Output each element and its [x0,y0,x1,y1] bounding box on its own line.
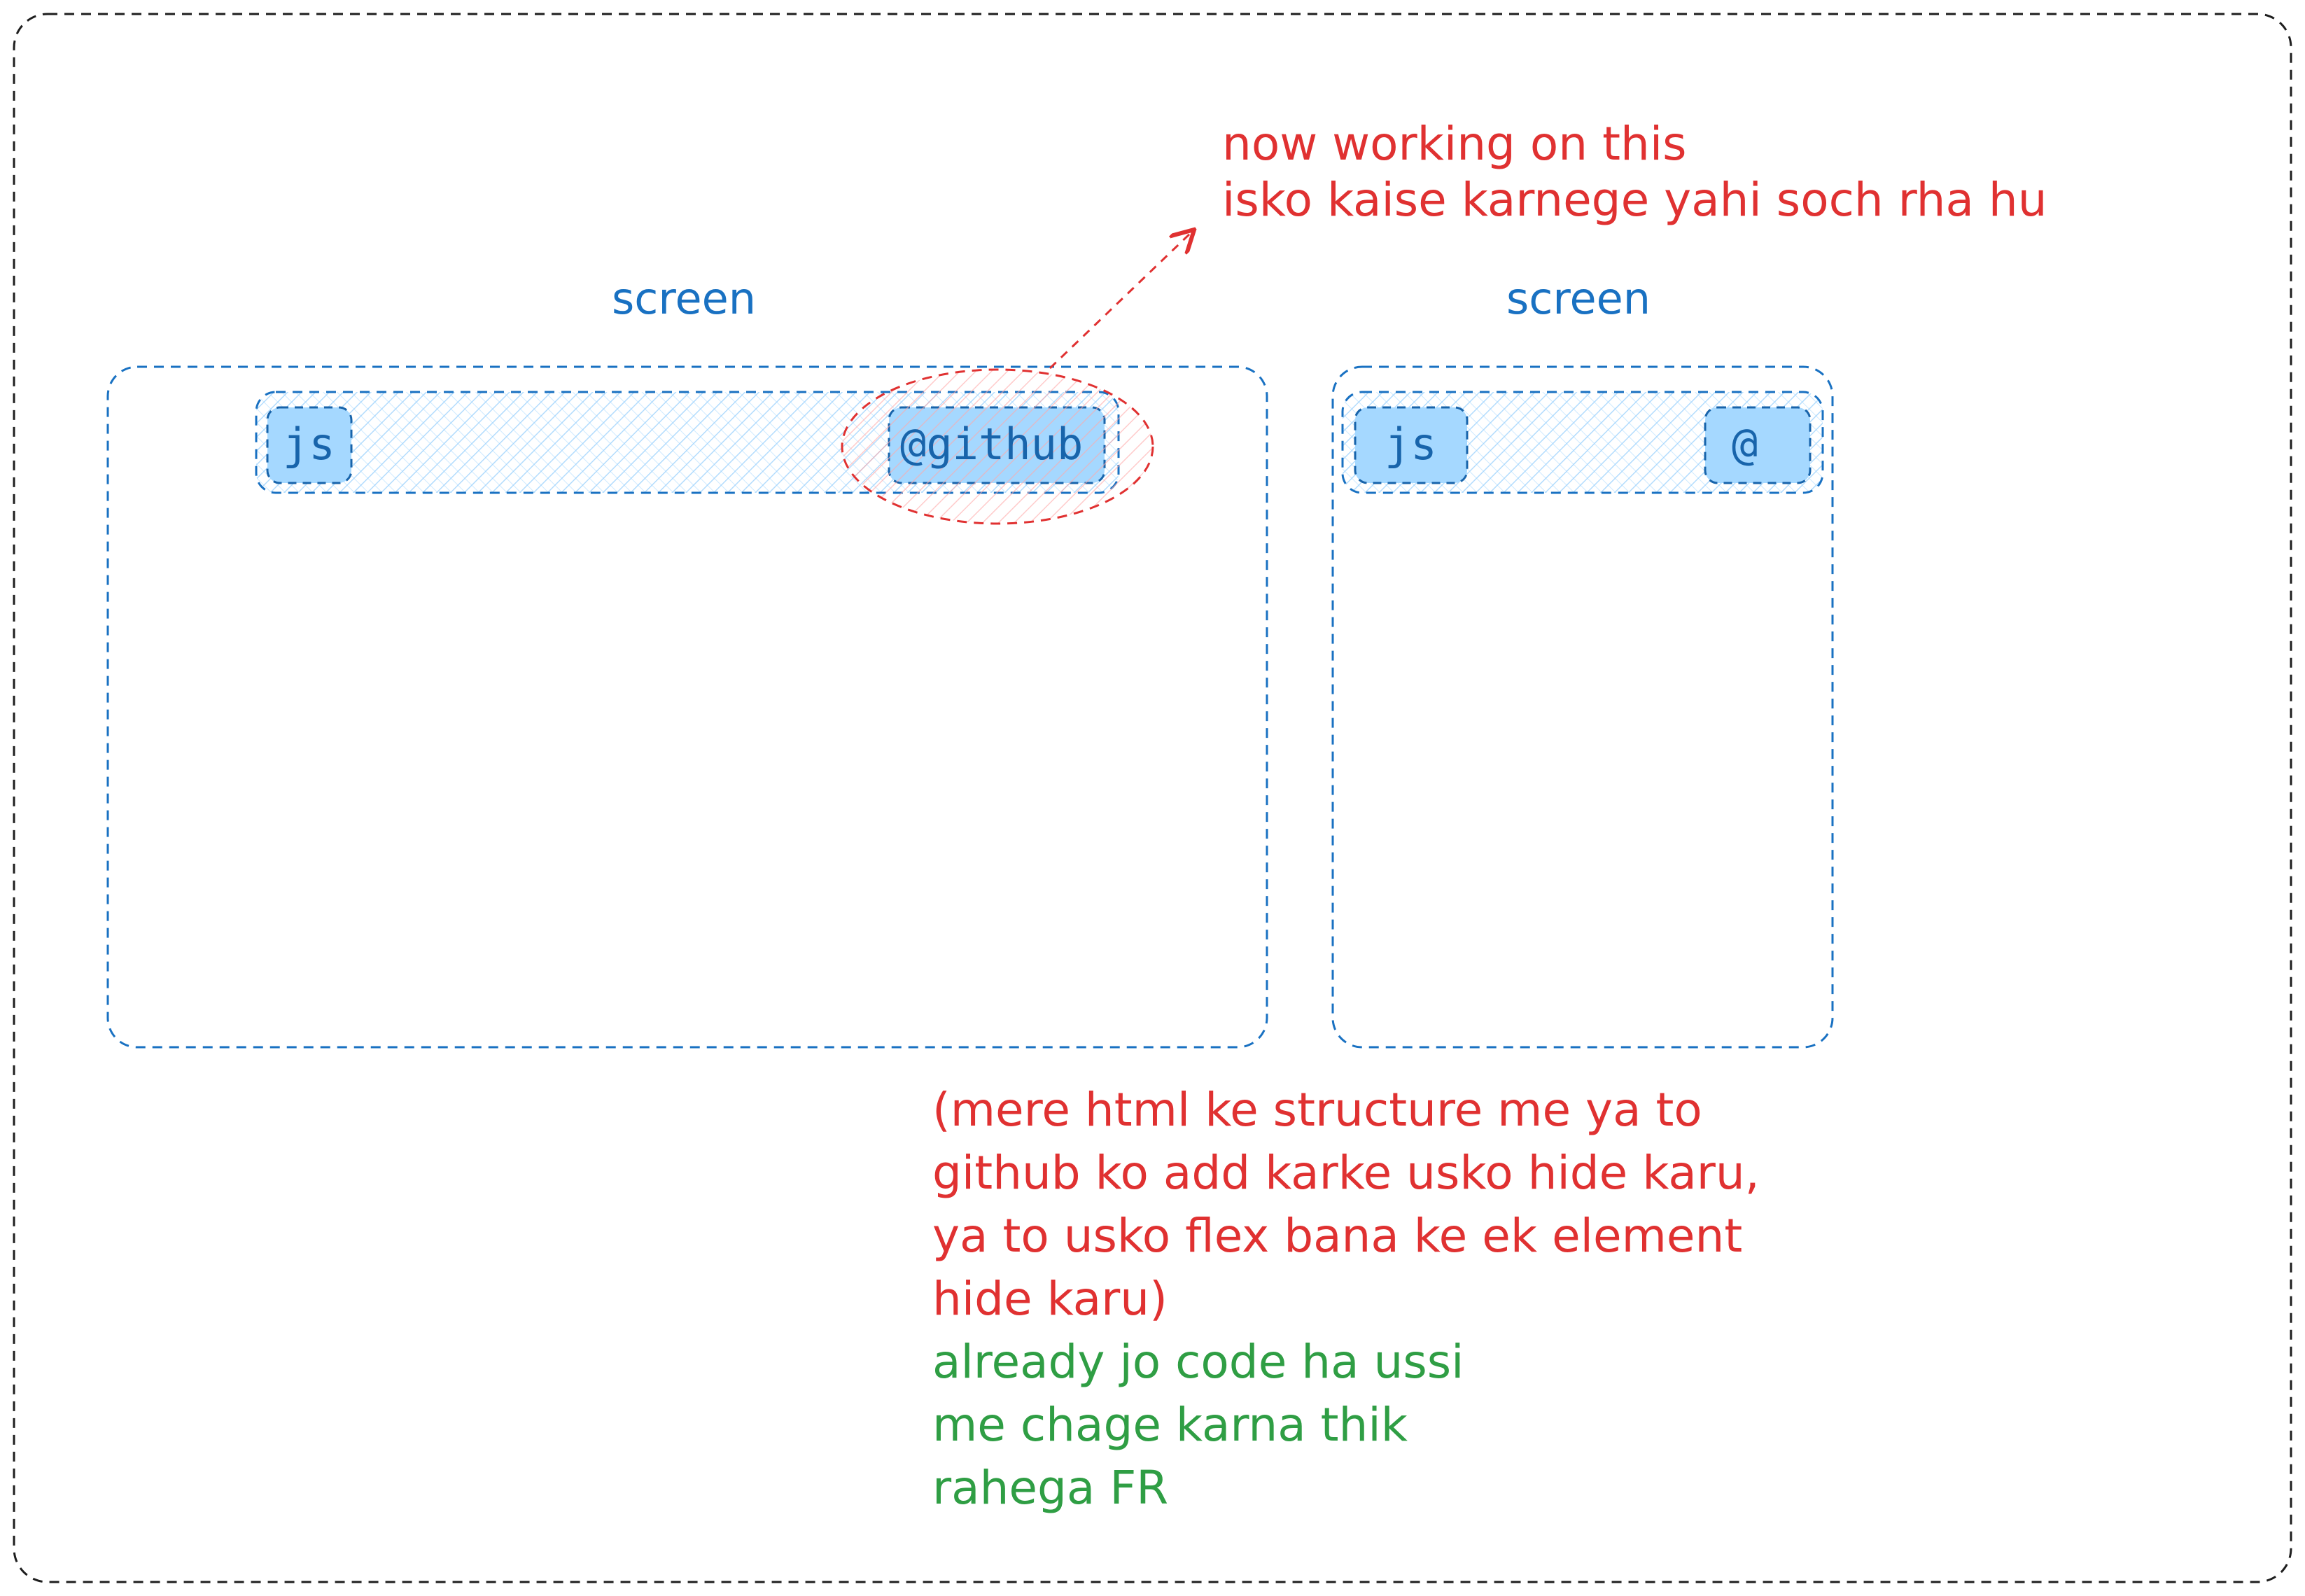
screen-1-github-label: @github [900,419,1084,470]
screen-1-js-chip [266,406,353,484]
annotation-bottom-green-line-1: already jo code ha ussi [932,1335,1464,1389]
outer-frame [13,13,2292,1583]
screen-2-at-label: @ [1732,419,1758,470]
screen-1-title: screen [612,273,757,324]
screen-1-js-label: js [283,419,335,470]
screen-2-js-chip [1354,406,1469,484]
annotation-arrow [1049,231,1193,370]
annotation-bottom-green-line-2: me chage karna thik [932,1398,1408,1452]
screen-2-title: screen [1506,273,1651,324]
annotation-bottom-red-line-3: ya to usko flex bana ke ek element [932,1209,1743,1263]
annotation-bottom-red-line-4: hide karu) [932,1272,1168,1326]
screen-2-js-label: js [1385,419,1437,470]
annotation-top-line-2: isko kaise karnege yahi soch rha hu [1222,173,2047,227]
screen-2-at-chip [1704,406,1812,484]
screen-2-frame [1331,365,1834,1049]
annotation-top-line-1: now working on this [1222,117,1687,171]
annotation-bottom-green-line-3: rahega FR [932,1461,1169,1515]
annotation-bottom-red-line-1: (mere html ke structure me ya to [932,1083,1702,1137]
highlight-ellipse [841,368,1154,525]
annotation-bottom-red-line-2: github ko add karke usko hide karu, [932,1146,1760,1200]
